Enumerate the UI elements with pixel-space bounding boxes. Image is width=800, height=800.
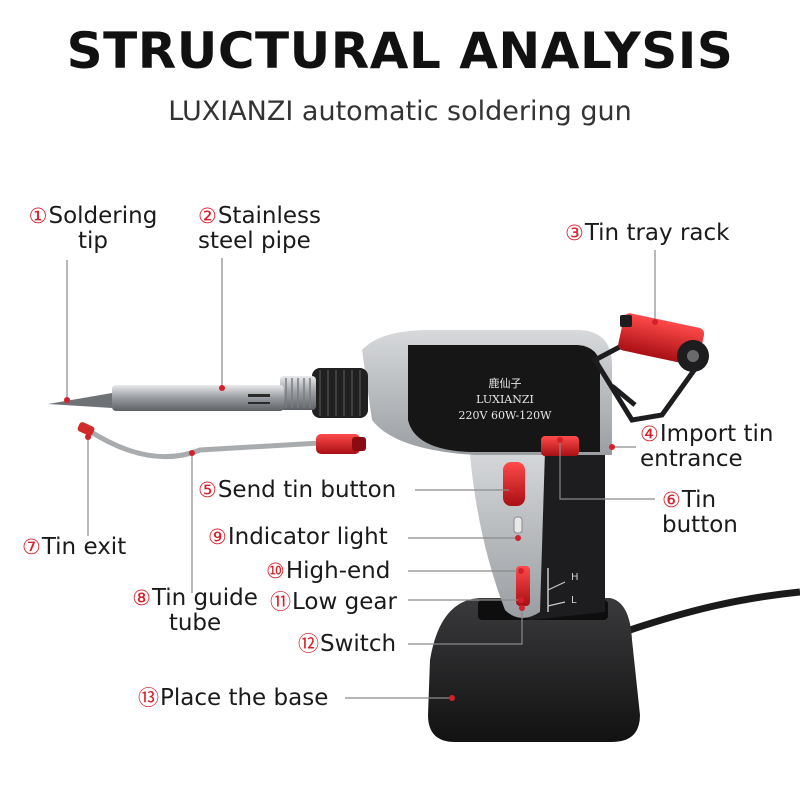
steel-pipe: [112, 385, 284, 411]
callout-label: Import tin: [659, 421, 774, 447]
handle: H L: [470, 440, 605, 620]
callout-number: ⑨: [208, 525, 227, 549]
brand-text: LUXIANZI: [476, 393, 534, 406]
callout-number: ⑩: [266, 559, 285, 583]
callout-label: Tin: [681, 487, 717, 513]
page-subtitle: LUXIANZI automatic soldering gun: [168, 96, 632, 127]
callout-number: ⑤: [198, 478, 217, 502]
callout-high-end: ⑩High-end: [266, 559, 390, 584]
callout-label-line2: tip: [77, 228, 108, 254]
callout-label: Tin guide: [151, 585, 258, 611]
callout-import-tin-entrance: ④Import tin entrance: [640, 422, 773, 472]
tin-tray-rack: [591, 313, 709, 423]
callout-label: Stainless: [217, 203, 322, 229]
callout-label: Switch: [320, 631, 397, 657]
brand-cn-text: 鹿仙子: [489, 376, 522, 390]
callout-tin-button: ⑥Tin button: [662, 488, 738, 538]
head: 鹿仙子 LUXIANZI 220V 60W-120W: [362, 330, 612, 456]
callout-number: ④: [640, 422, 659, 446]
page-title: STRUCTURAL ANALYSIS: [66, 22, 734, 80]
callout-number: ⑫: [298, 632, 319, 656]
callout-tin-guide-tube: ⑧Tin guide tube: [120, 586, 270, 636]
callout-number: ⑬: [138, 686, 159, 710]
callout-dots: [64, 319, 658, 701]
soldering-tip-shape: [48, 393, 112, 408]
callout-send-tin-button: ⑤Send tin button: [198, 478, 396, 503]
callout-label: Soldering: [48, 203, 158, 229]
callout-tin-exit: ⑦Tin exit: [22, 535, 126, 560]
callout-switch: ⑫Switch: [298, 632, 396, 657]
callout-number: ⑧: [132, 586, 151, 610]
callout-label: Send tin button: [217, 477, 397, 503]
callout-tin-tray-rack: ③Tin tray rack: [565, 221, 729, 246]
send-tin-button-shape: [503, 462, 525, 506]
callout-label-line2: steel pipe: [198, 228, 311, 254]
tin-guide-tube: [86, 427, 321, 460]
callout-label: Tin tray rack: [584, 220, 730, 246]
callout-label: High-end: [285, 558, 391, 584]
callout-label: Low gear: [292, 589, 397, 615]
callout-label-line2: button: [662, 512, 738, 538]
base: [428, 598, 640, 742]
spec-text: 220V 60W-120W: [459, 409, 553, 422]
gear-high-label: H: [571, 572, 579, 583]
callout-number: ⑦: [22, 535, 41, 559]
callout-indicator-light: ⑨Indicator light: [208, 525, 388, 550]
nut: [280, 368, 368, 418]
callout-label: Place the base: [160, 685, 329, 711]
gear-low-label: L: [571, 595, 577, 606]
callout-label: Tin exit: [41, 534, 127, 560]
callout-place-the-base: ⑬Place the base: [138, 686, 328, 711]
power-cable: [628, 588, 800, 634]
callout-number: ⑥: [662, 488, 681, 512]
callout-label-line2: entrance: [640, 446, 743, 472]
callout-label-line2: tube: [168, 610, 222, 636]
callout-label: Indicator light: [227, 524, 388, 550]
switch-shape: [516, 566, 530, 606]
callout-number: ⑪: [270, 590, 291, 614]
callout-number: ②: [198, 204, 217, 228]
callout-low-gear: ⑪Low gear: [270, 590, 397, 615]
callout-number: ③: [565, 221, 584, 245]
leader-lines: [66, 250, 656, 699]
callout-stainless-steel-pipe: ②Stainless steel pipe: [198, 204, 321, 254]
callout-number: ①: [28, 204, 48, 228]
callout-soldering-tip: ①Soldering tip: [18, 204, 168, 254]
